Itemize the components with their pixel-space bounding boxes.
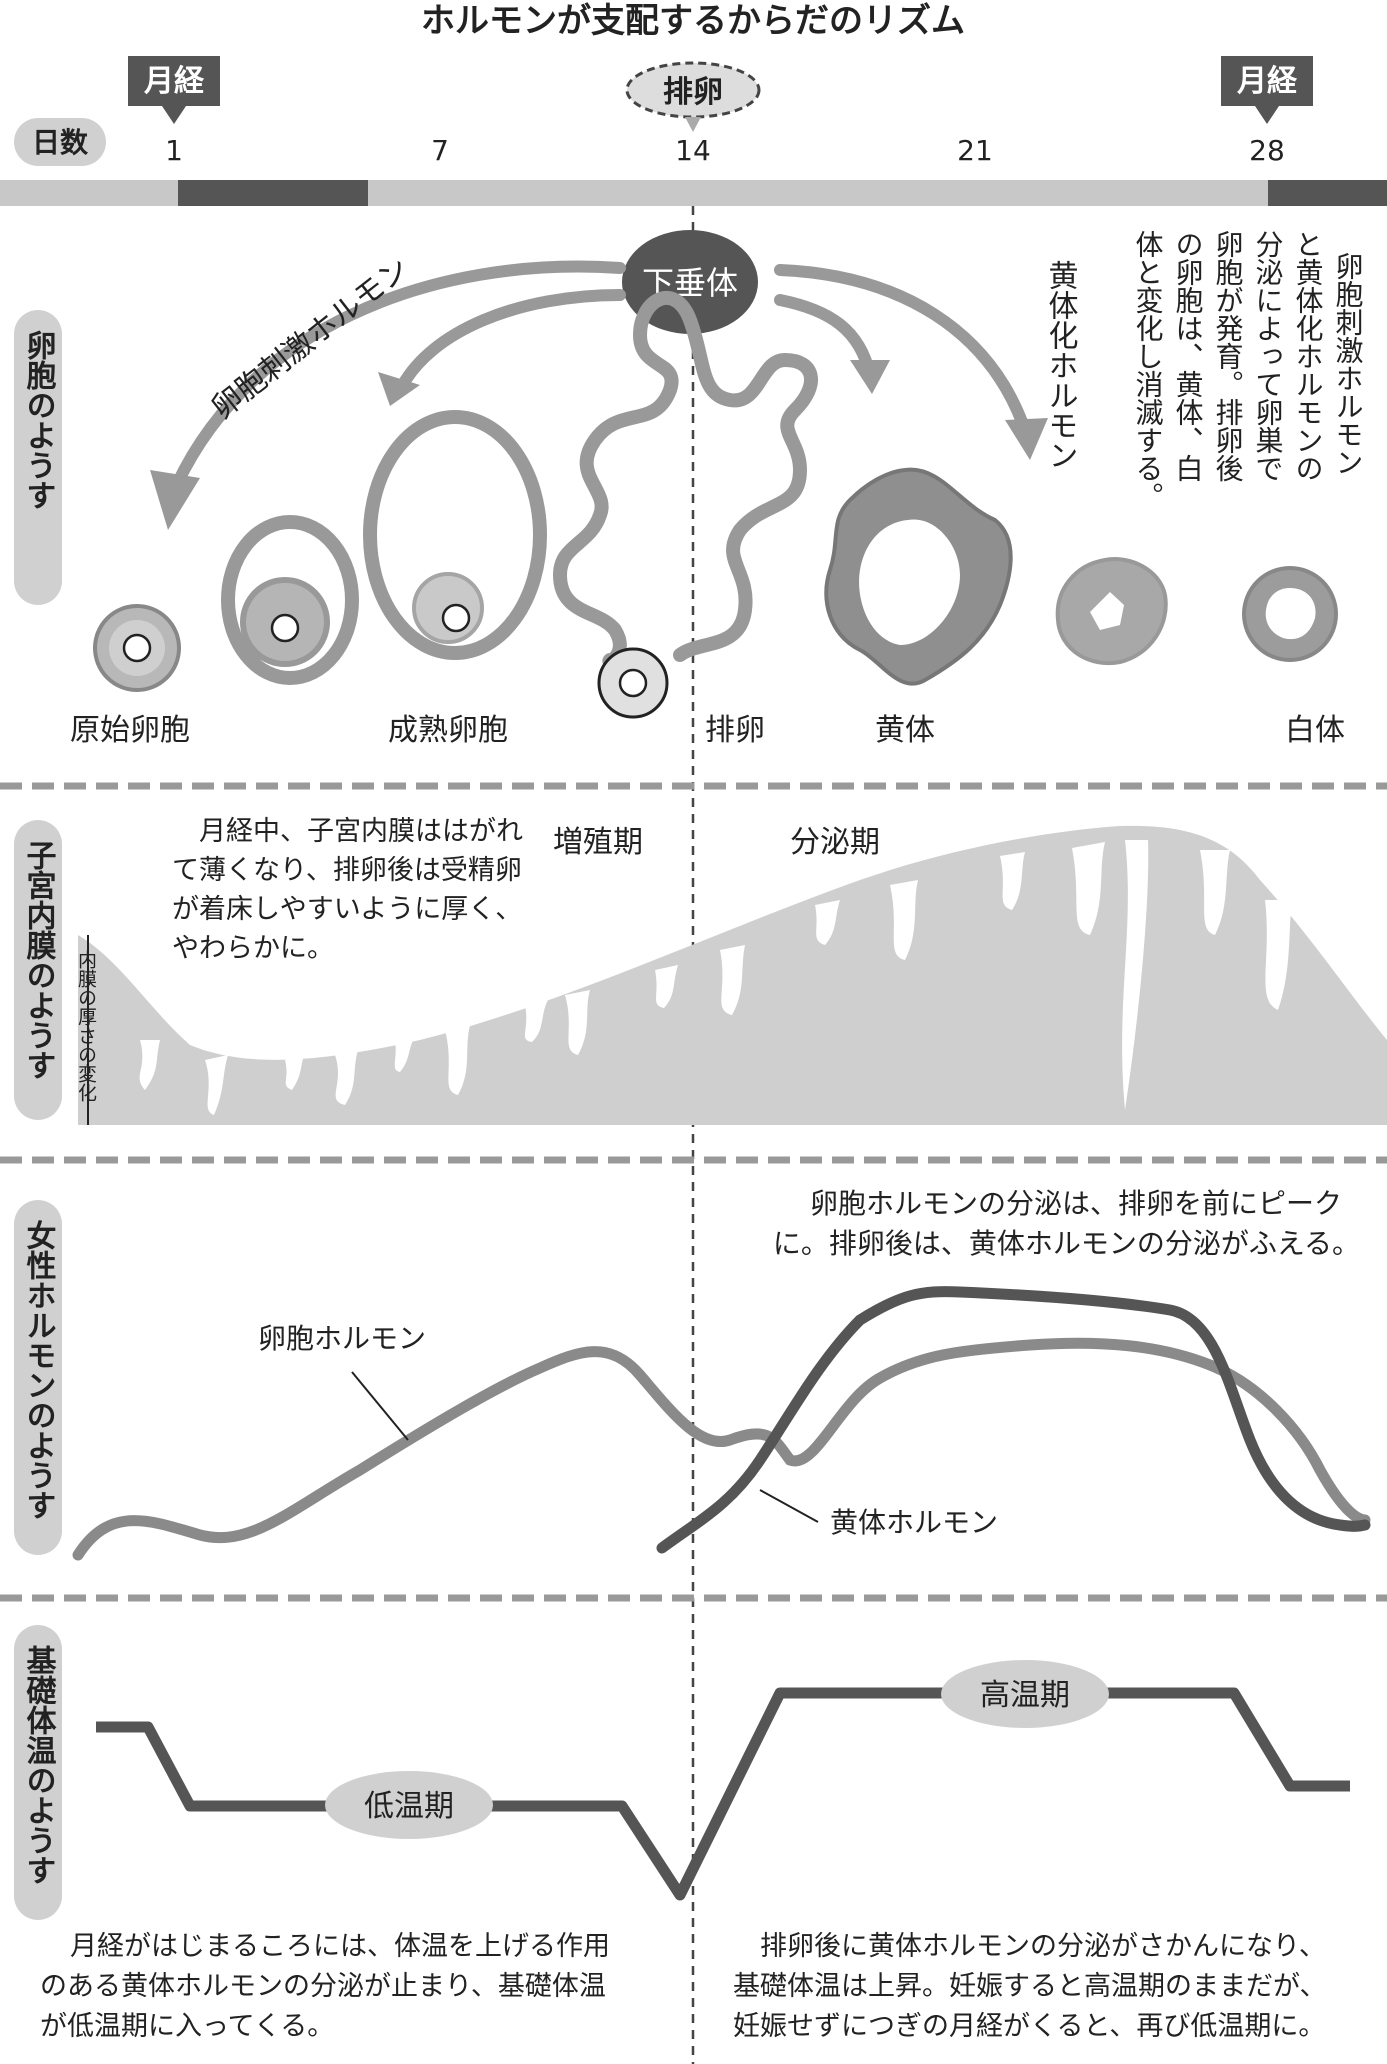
phase-label-proliferative: 増殖期 <box>553 825 643 860</box>
temperature-note-left-line: 月経がはじまるころには、体温を上げる作用 <box>70 1931 610 1962</box>
ovulation-label: 排卵 <box>663 75 723 110</box>
primordial-follicle <box>93 604 181 692</box>
temperature-note-right-line: 排卵後に黄体ホルモンの分泌がさかんになり、 <box>760 1931 1326 1962</box>
mature-follicle <box>363 410 547 660</box>
temperature-note-right-line: 妊娠せずにつぎの月経がくると、再び低温期に。 <box>733 2011 1325 2042</box>
section-label-hormones <box>14 1200 62 1555</box>
day-tick: 14 <box>675 134 711 167</box>
progesterone-leader-line <box>759 1489 819 1523</box>
phase-label-secretory: 分泌期 <box>790 825 880 860</box>
fsh-label: 卵胞刺激ホルモン <box>205 251 416 426</box>
section-label-ovary <box>14 310 62 605</box>
progesterone-curve <box>656 1286 1371 1554</box>
menstruation-label: 月経 <box>144 64 205 99</box>
ruptured-follicle <box>552 291 818 719</box>
endometrium-section-label: 子宮内膜のようす <box>21 840 57 1080</box>
ovary-note-line: と黄体化ホルモンの <box>1292 230 1325 482</box>
estrogen-leader-line <box>351 1371 409 1441</box>
temperature-section-label: 基礎体温のようす <box>21 1645 57 1885</box>
endometrium-thickness-area <box>78 825 1387 1125</box>
hormones-note-line: 卵胞ホルモンの分泌は、排卵を前にピーク <box>810 1187 1342 1220</box>
high-phase-label: 高温期 <box>980 1678 1070 1713</box>
lh-label: 黄体化ホルモン <box>1043 260 1079 470</box>
stage-label-primordial: 原始卵胞 <box>70 713 190 748</box>
menstruation-marker-right: 月経 <box>1221 56 1313 124</box>
section-label-endometrium <box>14 820 62 1120</box>
day-bar <box>0 180 1387 206</box>
progesterone-label: 黄体ホルモン <box>830 1506 998 1539</box>
ovary-note: 卵胞刺激ホルモン と黄体化ホルモンの 分泌によって卵巣で 卵胞が発育。排卵後 の… <box>1132 230 1365 510</box>
hormones-note-line: に。排卵後は、黄体ホルモンの分泌がふえる。 <box>773 1227 1360 1260</box>
stage-label-corpus-albicans: 白体 <box>1285 713 1345 748</box>
corpus-albicans <box>1242 566 1338 662</box>
temperature-note-left-line: のある黄体ホルモンの分泌が止まり、基礎体温 <box>40 1971 606 2002</box>
ovary-note-line: 体と変化し消滅する。 <box>1132 230 1165 510</box>
temperature-note-left-line: が低温期に入ってくる。 <box>40 2011 334 2042</box>
temperature-note-right-line: 基礎体温は上昇。妊娠すると高温期のままだが、 <box>733 1971 1326 2002</box>
ovary-note-line: 卵胞刺激ホルモン <box>1332 252 1365 476</box>
menstruation-label: 月経 <box>1237 64 1298 99</box>
low-phase-label: 低温期 <box>364 1789 454 1824</box>
hormones-section-label: 女性ホルモンのようす <box>21 1219 57 1520</box>
stage-label-corpus-luteum: 黄体 <box>875 713 935 748</box>
basal-temperature-line <box>96 1687 1350 1901</box>
ovary-note-line: の卵胞は、黄体、白 <box>1172 230 1205 482</box>
endometrium-note-paragraph: 月経中、子宮内膜ははがれて薄くなり、排卵後は受精卵が着床しやすいように厚く、やわ… <box>172 816 523 964</box>
days-label: 日数 <box>32 126 89 159</box>
day-tick: 21 <box>957 134 993 167</box>
page-title: ホルモンが支配するからだのリズム <box>421 1 965 41</box>
corpus-luteum <box>824 467 1013 686</box>
ovary-section-label: 卵胞のようす <box>21 330 57 510</box>
estrogen-curve <box>72 1337 1371 1561</box>
days-badge: 日数 <box>14 118 106 166</box>
ovary-note-line: 分泌によって卵巣で <box>1252 230 1285 482</box>
high-phase-badge: 高温期 <box>941 1660 1109 1728</box>
corpus-albicans-early <box>1055 557 1168 666</box>
estrogen-label: 卵胞ホルモン <box>258 1322 426 1355</box>
stage-label-ovulation: 排卵 <box>705 713 765 748</box>
ovulation-marker: 排卵 <box>625 61 761 132</box>
ovary-note-line: 卵胞が発育。排卵後 <box>1212 230 1245 482</box>
section-label-temperature <box>14 1625 62 1920</box>
endometrium-axis-label: 内膜の厚さの変化 <box>75 950 97 1102</box>
growing-follicle <box>221 515 359 685</box>
arrow-heads <box>150 360 1048 530</box>
low-phase-badge: 低温期 <box>325 1771 493 1839</box>
endometrium-note-box: 月経中、子宮内膜ははがれて薄くなり、排卵後は受精卵が着床しやすいように厚く、やわ… <box>172 816 523 964</box>
day-tick: 28 <box>1249 134 1285 167</box>
day-tick: 1 <box>165 134 183 167</box>
day-tick: 7 <box>431 134 449 167</box>
stage-label-mature: 成熟卵胞 <box>388 713 508 748</box>
hormone-arrows <box>164 260 1031 506</box>
menstruation-marker-left: 月経 <box>128 56 220 124</box>
